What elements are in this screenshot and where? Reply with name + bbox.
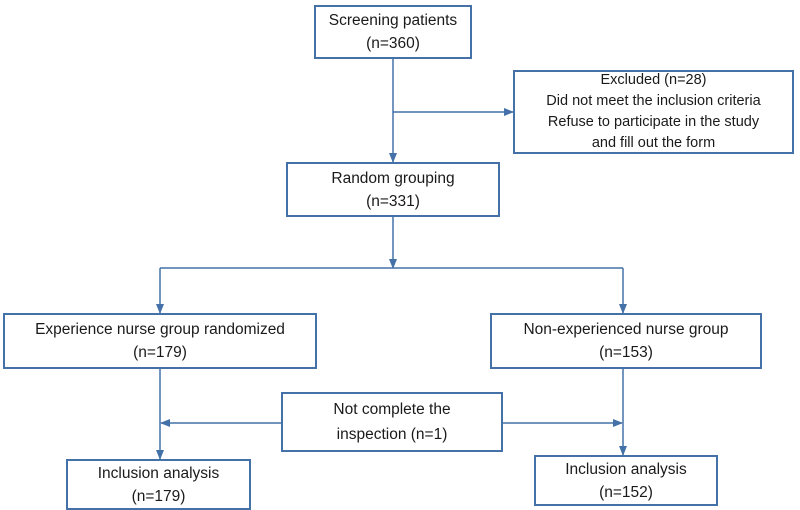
inclusion-right-count: (n=152) — [599, 483, 653, 501]
screening-box: Screening patients (n=360) — [314, 5, 472, 59]
nonexperienced-group-box: Non-experienced nurse group (n=153) — [490, 313, 762, 369]
inclusion-left-title: Inclusion analysis — [97, 464, 220, 482]
excluded-line: Did not meet the inclusion criteria — [546, 93, 761, 109]
excluded-line: and fill out the form — [591, 135, 716, 151]
not-complete-line2: inspection (n=1) — [336, 426, 448, 443]
experienced-group-box: Experience nurse group randomized (n=179… — [3, 313, 317, 369]
nonexperienced-group-title: Non-experienced nurse group — [523, 321, 729, 338]
experienced-group-title: Experience nurse group randomized — [35, 321, 285, 338]
inclusion-left-box: Inclusion analysis (n=179) — [66, 459, 251, 510]
screening-title: Screening patients — [328, 12, 458, 29]
inclusion-left-count: (n=179) — [131, 487, 186, 505]
inclusion-right-box: Inclusion analysis (n=152) — [534, 455, 718, 506]
experienced-group-count: (n=179) — [133, 344, 187, 361]
excluded-line: Refuse to participate in the study — [547, 114, 760, 130]
excluded-line: Excluded (n=28) — [600, 72, 707, 88]
inclusion-right-title: Inclusion analysis — [565, 460, 687, 478]
random-grouping-title: Random grouping — [331, 169, 455, 187]
random-grouping-box: Random grouping (n=331) — [286, 162, 500, 217]
not-complete-box: Not complete the inspection (n=1) — [281, 392, 503, 452]
excluded-box: Excluded (n=28) Did not meet the inclusi… — [513, 70, 794, 154]
not-complete-line1: Not complete the — [333, 401, 451, 418]
random-grouping-count: (n=331) — [366, 192, 420, 210]
screening-count: (n=360) — [366, 35, 420, 52]
nonexperienced-group-count: (n=153) — [599, 344, 653, 361]
